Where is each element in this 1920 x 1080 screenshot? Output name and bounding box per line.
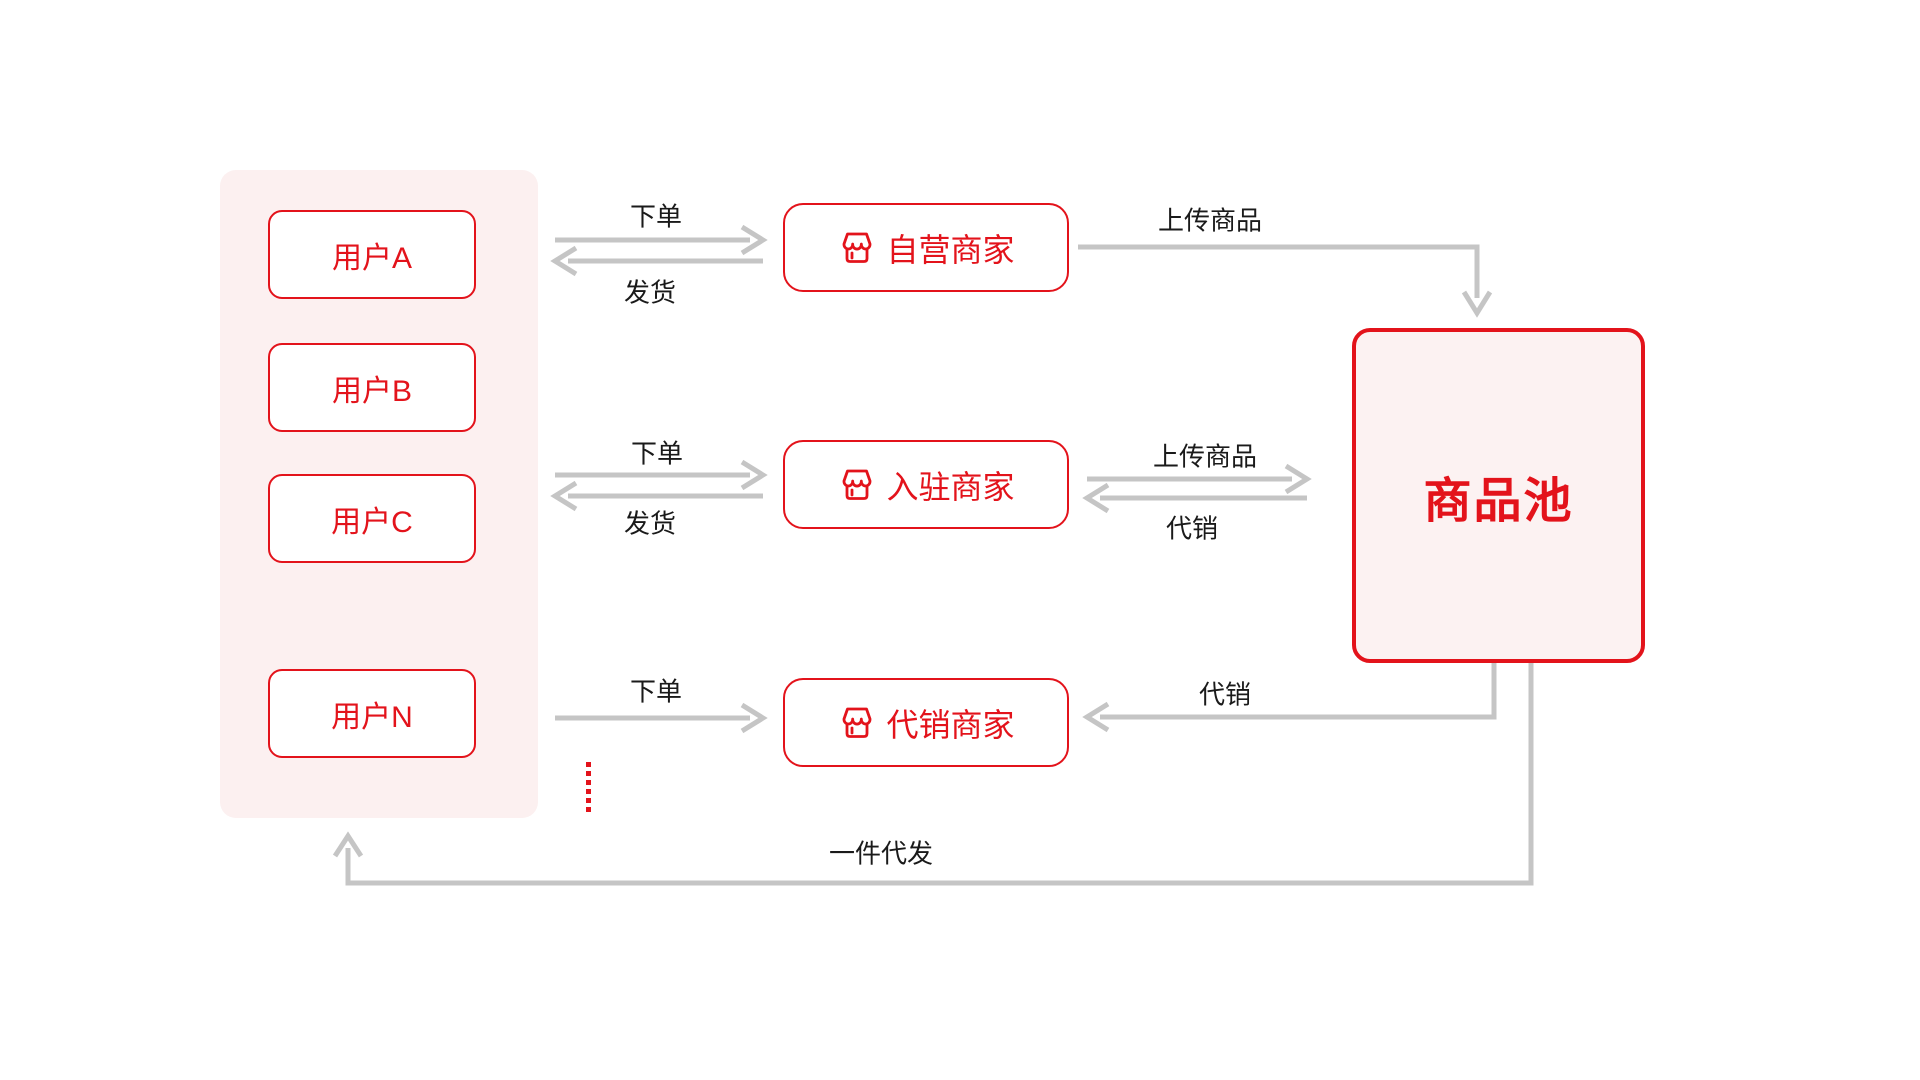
vertical-dots-icon — [586, 762, 591, 812]
label-user1-ship: 发货 — [623, 277, 677, 308]
user-node-a: 用户A — [268, 210, 476, 299]
label-user1-order: 下单 — [629, 201, 683, 232]
storefront-icon — [843, 707, 872, 738]
product-pool-node: 商品池 — [1352, 328, 1645, 663]
merchant-label: 自营商家 — [886, 231, 1015, 268]
merchant-label: 入驻商家 — [886, 468, 1015, 505]
label-settled-upload: 上传商品 — [1152, 441, 1258, 472]
user-label: 用户B — [331, 374, 412, 408]
user-node-n: 用户N — [268, 669, 476, 758]
arrow-consign-supply — [1082, 657, 1497, 733]
pool-label: 商品池 — [1423, 474, 1574, 528]
merchant-node-settled: 入驻商家 — [783, 440, 1069, 529]
merchant-node-consignment: 代销商家 — [783, 678, 1069, 767]
user-label: 用户N — [331, 700, 413, 734]
label-user3-order: 下单 — [629, 676, 683, 707]
merchant-node-self-operated: 自营商家 — [783, 203, 1069, 292]
arrow-self-upload — [1078, 244, 1493, 318]
label-user2-ship: 发货 — [623, 508, 677, 539]
label-consign-supply: 代销 — [1198, 679, 1252, 710]
arrow-settled-consign — [1082, 482, 1307, 514]
arrow-user1-ship — [550, 245, 763, 277]
user-label: 用户C — [331, 505, 413, 539]
label-user2-order: 下单 — [630, 438, 684, 469]
label-dropship: 一件代发 — [828, 838, 934, 869]
merchant-label: 代销商家 — [886, 706, 1015, 743]
user-node-b: 用户B — [268, 343, 476, 432]
label-settled-consign: 代销 — [1165, 513, 1219, 544]
arrow-user3-order — [555, 702, 768, 734]
storefront-icon — [843, 469, 872, 500]
label-self-upload: 上传商品 — [1157, 205, 1263, 236]
user-node-c: 用户C — [268, 474, 476, 563]
user-label: 用户A — [331, 241, 412, 275]
storefront-icon — [843, 232, 872, 263]
